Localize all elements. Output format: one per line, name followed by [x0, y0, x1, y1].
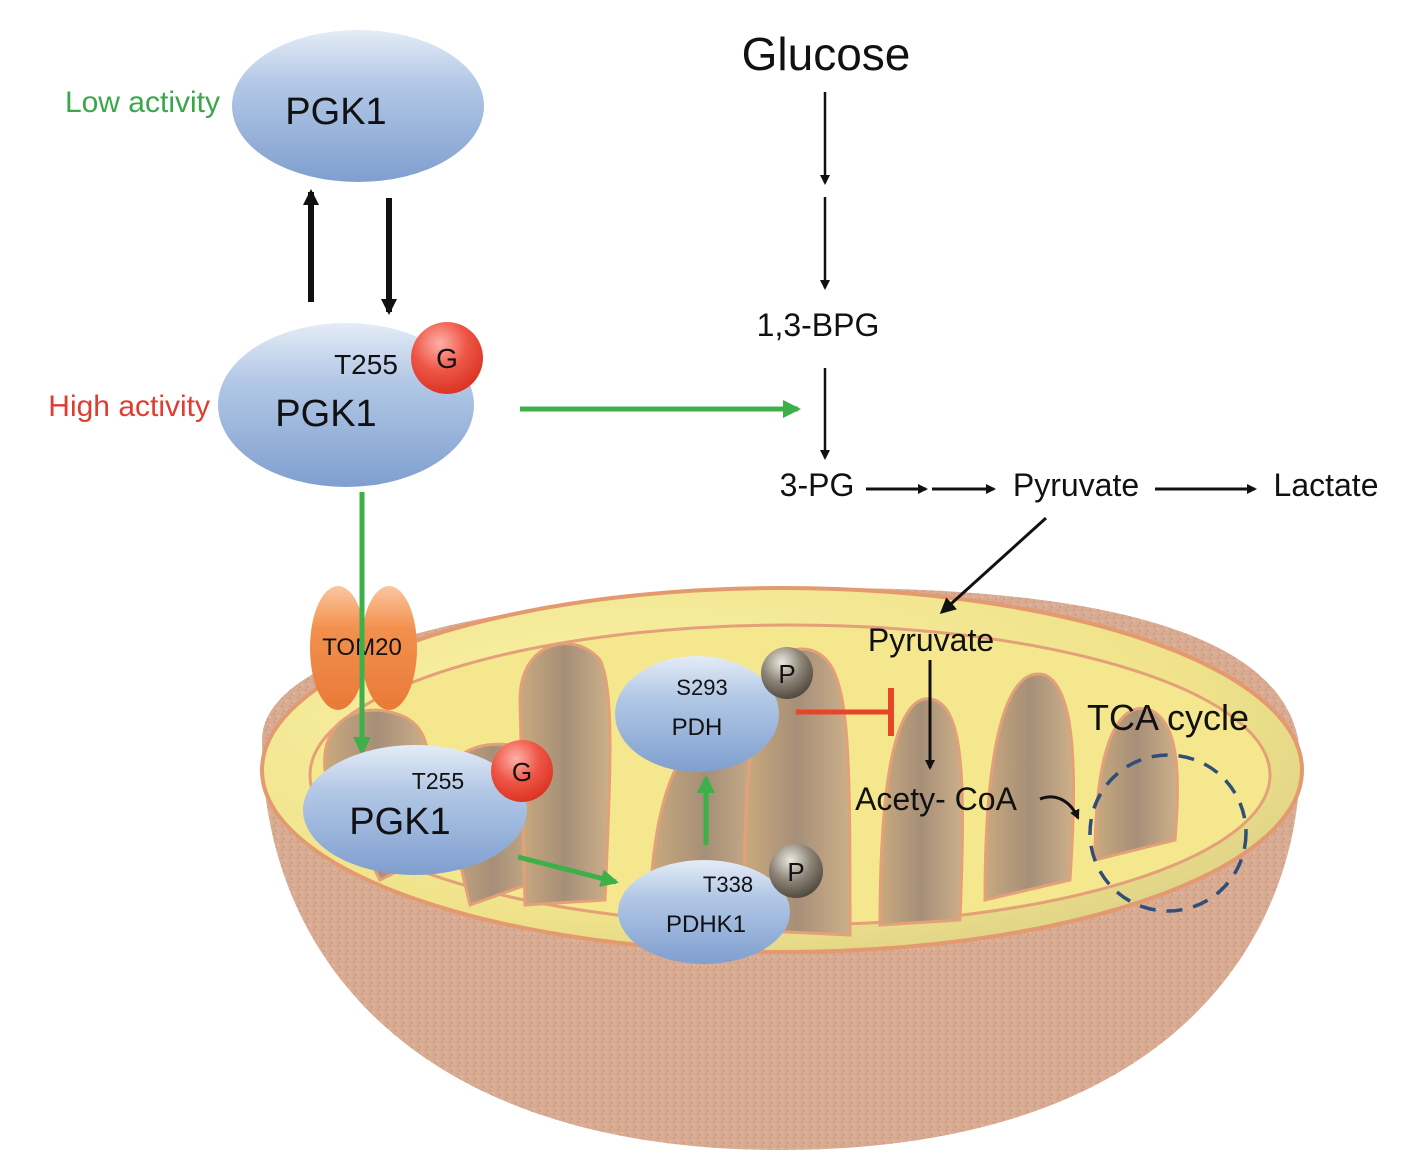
pg3-label: 3-PG [780, 467, 855, 503]
pdhk1-protein [618, 860, 790, 964]
pgk1-mito-name: PGK1 [349, 801, 450, 843]
pgk1-high-site: T255 [334, 349, 398, 380]
glycolysis-pathway: Glucose 1,3-BPG 3-PG Pyruvate Lactate [742, 28, 1379, 615]
glucose-label: Glucose [742, 28, 911, 80]
pdh-phospho-badge [761, 647, 813, 699]
lactate-label: Lactate [1274, 467, 1379, 503]
low-activity-label: Low activity [65, 86, 220, 119]
pgk1-low-protein [232, 30, 484, 182]
high-activity-label: High activity [48, 390, 210, 423]
pgk1-low-name: PGK1 [285, 91, 386, 133]
pgk1-high-protein [218, 323, 474, 487]
pdh-protein [615, 656, 779, 772]
pgk1-mito-site: T255 [412, 768, 464, 794]
pgk1-mito-protein [303, 745, 527, 875]
pdh-name: PDH [672, 714, 723, 741]
pdh-phospho-label: P [778, 659, 795, 689]
pgk1-high-activity: T255 PGK1 G High activity [48, 322, 483, 487]
tca-cycle-label: TCA cycle [1087, 697, 1249, 738]
bpg-label: 1,3-BPG [757, 307, 880, 343]
pyruvate-mito-label: Pyruvate [868, 622, 994, 658]
pdhk1-site: T338 [703, 872, 753, 897]
arrow-pyruvate-into-mito [939, 516, 1048, 615]
arrow-acetylcoa-to-tca [1039, 795, 1080, 820]
pdh-complex: S293 PDH P [615, 647, 813, 772]
pgk1-mito-glyco-label: G [512, 757, 532, 787]
pdh-site: S293 [676, 675, 727, 700]
glycosylation-badge [411, 322, 483, 394]
glycosylation-label: G [436, 343, 458, 374]
tca-cycle-circle [1088, 753, 1248, 913]
pgk1-low-activity: PGK1 Low activity [65, 30, 484, 182]
pgk1-mito-glyco-badge [491, 740, 553, 802]
tom20-right [361, 586, 417, 710]
pyruvate-cyto-label: Pyruvate [1013, 467, 1139, 503]
pdhk1-name: PDHK1 [666, 911, 746, 938]
pdhk1-phospho-badge [769, 844, 823, 898]
arrow-pgk1-to-pdhk1 [517, 854, 619, 888]
pdh-inhibition [796, 688, 894, 736]
pdhk1-phospho-label: P [787, 857, 804, 887]
pgk1-high-name: PGK1 [275, 393, 376, 435]
pgk1-mito: T255 PGK1 G [303, 740, 553, 875]
tom20-left [310, 586, 366, 710]
acetyl-coa-label: Acety- CoA [855, 781, 1017, 817]
pdhk1-complex: T338 PDHK1 P [618, 844, 823, 964]
